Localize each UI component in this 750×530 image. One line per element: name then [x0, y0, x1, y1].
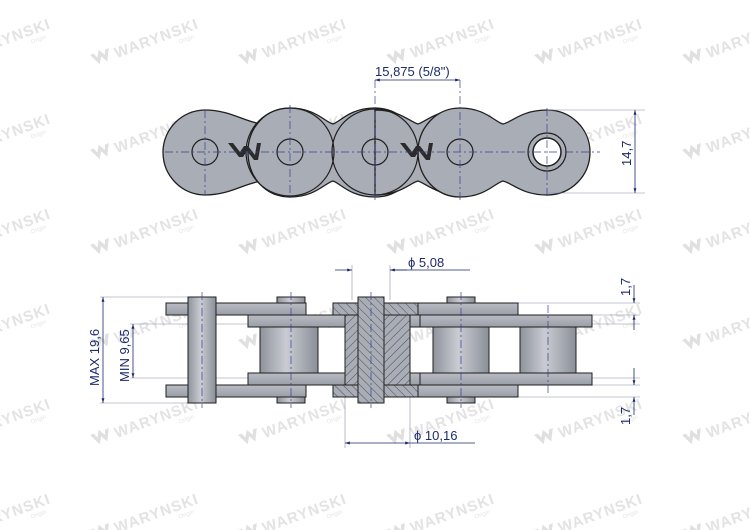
chain-top-view — [162, 80, 600, 200]
roller-diameter-dimension: ϕ 10,16 — [345, 428, 475, 445]
svg-text:ϕ 5,08: ϕ 5,08 — [408, 255, 444, 270]
w-logo-icon — [400, 143, 433, 160]
svg-text:1,7: 1,7 — [618, 278, 633, 296]
height-dimension: 14,7 — [547, 109, 645, 194]
pitch-dimension: 15,875 (5/8") — [375, 64, 460, 82]
plate-thickness-top-dimension: 1,7 — [618, 278, 636, 330]
w-logo-icon — [228, 143, 261, 160]
watermark-tile — [385, 489, 500, 530]
watermark-tile — [681, 109, 750, 171]
svg-text:1,7: 1,7 — [618, 407, 633, 425]
watermark-tile — [681, 204, 750, 266]
watermark-tile — [0, 109, 56, 171]
watermark-tile — [0, 299, 56, 361]
watermark-tile — [0, 204, 56, 266]
min-inner-width-dimension: MIN 9,65 — [117, 324, 135, 382]
watermark-tile — [533, 14, 648, 76]
plate-thickness-bottom-dimension: 1,7 — [618, 368, 636, 425]
svg-text:MIN 9,65: MIN 9,65 — [117, 329, 132, 382]
svg-text:15,875 (5/8"): 15,875 (5/8") — [375, 64, 450, 79]
watermark-tile — [0, 14, 56, 76]
watermark-tile — [89, 14, 204, 76]
watermark-tile — [681, 394, 750, 456]
watermark-tile — [237, 14, 352, 76]
watermark-tile — [89, 489, 204, 530]
max-width-dimension: MAX 19,6 — [87, 297, 105, 403]
inner-plate-2 — [417, 107, 591, 198]
watermark-tile — [681, 489, 750, 530]
pin-diameter-dimension: ϕ 5,08 — [335, 255, 470, 272]
watermark-tile — [237, 204, 352, 266]
watermark-tile — [681, 299, 750, 361]
watermark-tile — [237, 489, 352, 530]
svg-text:MAX 19,6: MAX 19,6 — [87, 329, 102, 386]
watermark-tile — [533, 204, 648, 266]
watermark-tile — [0, 394, 56, 456]
watermark-tile — [237, 394, 352, 456]
watermark-tile — [385, 394, 500, 456]
watermark-tile — [89, 204, 204, 266]
chain-side-view — [100, 265, 640, 448]
svg-text:14,7: 14,7 — [619, 141, 634, 166]
watermark-tile — [681, 14, 750, 76]
watermark-tile — [0, 489, 56, 530]
watermark-tile — [533, 489, 648, 530]
svg-text:ϕ 10,16: ϕ 10,16 — [414, 428, 457, 443]
watermark-tile — [89, 394, 204, 456]
